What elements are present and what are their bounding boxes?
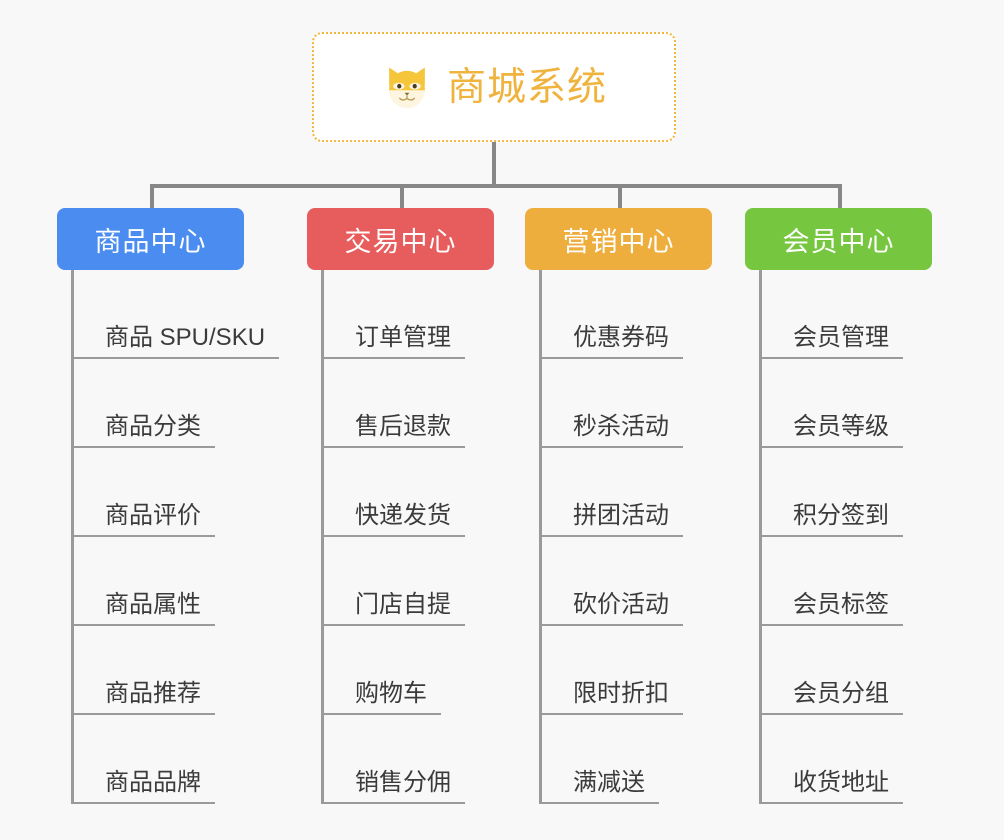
leaf-label: 积分签到	[762, 502, 903, 537]
leaf-label: 订单管理	[324, 324, 465, 359]
list-item[interactable]: 门店自提	[324, 537, 494, 626]
leaf-label: 砍价活动	[542, 591, 683, 626]
leaf-label: 会员管理	[762, 324, 903, 359]
leaf-label: 快递发货	[324, 502, 465, 537]
leaf-label: 会员等级	[762, 413, 903, 448]
list-item[interactable]: 商品分类	[74, 359, 279, 448]
list-item[interactable]: 销售分佣	[324, 715, 494, 804]
leaf-label: 门店自提	[324, 591, 465, 626]
leaf-label: 限时折扣	[542, 680, 683, 715]
leaf-label: 商品属性	[74, 591, 215, 626]
list-item[interactable]: 购物车	[324, 626, 494, 715]
connector-horizontal-bus	[150, 184, 840, 188]
list-item[interactable]: 积分签到	[762, 448, 932, 537]
leaf-label: 收货地址	[762, 769, 903, 804]
list-item[interactable]: 优惠券码	[542, 270, 712, 359]
leaf-label: 会员分组	[762, 680, 903, 715]
leaf-label: 商品 SPU/SKU	[74, 324, 280, 359]
list-item[interactable]: 满减送	[542, 715, 712, 804]
connector-drop-branch-2	[400, 184, 404, 210]
list-item[interactable]: 商品评价	[74, 448, 279, 537]
root-title: 商城系统	[446, 65, 607, 109]
branch-header-4[interactable]: 会员中心	[745, 208, 932, 270]
list-item[interactable]: 商品推荐	[74, 626, 279, 715]
leaf-label: 优惠券码	[542, 324, 683, 359]
branch-column-4: 会员中心 会员管理 会员等级 积分签到 会员标签 会员分组 收货地址	[745, 208, 932, 804]
leaf-list-2: 订单管理 售后退款 快递发货 门店自提 购物车 销售分佣	[321, 270, 494, 804]
list-item[interactable]: 会员标签	[762, 537, 932, 626]
root-node[interactable]: 商城系统	[312, 32, 676, 142]
connector-drop-branch-3	[618, 184, 622, 210]
leaf-label: 满减送	[542, 769, 659, 804]
list-item[interactable]: 商品 SPU/SKU	[74, 270, 280, 359]
connector-drop-branch-4	[838, 184, 842, 210]
list-item[interactable]: 砍价活动	[542, 537, 712, 626]
list-item[interactable]: 秒杀活动	[542, 359, 712, 448]
leaf-label: 销售分佣	[324, 769, 465, 804]
leaf-label: 商品分类	[74, 413, 215, 448]
list-item[interactable]: 会员管理	[762, 270, 932, 359]
leaf-label: 商品评价	[74, 502, 215, 537]
list-item[interactable]: 售后退款	[324, 359, 494, 448]
shiba-dog-face-icon	[389, 67, 425, 109]
branch-column-2: 交易中心 订单管理 售后退款 快递发货 门店自提 购物车 销售分佣	[307, 208, 494, 804]
connector-root-stem	[492, 142, 496, 186]
leaf-list-1: 商品 SPU/SKU 商品分类 商品评价 商品属性 商品推荐 商品品牌	[71, 270, 280, 804]
branch-column-1: 商品中心 商品 SPU/SKU 商品分类 商品评价 商品属性 商品推荐 商品品牌	[57, 208, 280, 804]
branch-header-1[interactable]: 商品中心	[57, 208, 244, 270]
list-item[interactable]: 快递发货	[324, 448, 494, 537]
list-item[interactable]: 会员分组	[762, 626, 932, 715]
leaf-list-4: 会员管理 会员等级 积分签到 会员标签 会员分组 收货地址	[759, 270, 932, 804]
leaf-label: 拼团活动	[542, 502, 683, 537]
list-item[interactable]: 订单管理	[324, 270, 494, 359]
leaf-label: 商品推荐	[74, 680, 215, 715]
leaf-label: 购物车	[324, 680, 441, 715]
list-item[interactable]: 会员等级	[762, 359, 932, 448]
leaf-label: 秒杀活动	[542, 413, 683, 448]
connector-drop-branch-1	[150, 184, 154, 210]
list-item[interactable]: 拼团活动	[542, 448, 712, 537]
leaf-label: 会员标签	[762, 591, 903, 626]
branch-header-3[interactable]: 营销中心	[525, 208, 712, 270]
list-item[interactable]: 限时折扣	[542, 626, 712, 715]
list-item[interactable]: 商品属性	[74, 537, 279, 626]
list-item[interactable]: 商品品牌	[74, 715, 279, 804]
branch-header-2[interactable]: 交易中心	[307, 208, 494, 270]
list-item[interactable]: 收货地址	[762, 715, 932, 804]
leaf-label: 售后退款	[324, 413, 465, 448]
leaf-list-3: 优惠券码 秒杀活动 拼团活动 砍价活动 限时折扣 满减送	[539, 270, 712, 804]
leaf-label: 商品品牌	[74, 769, 215, 804]
branch-column-3: 营销中心 优惠券码 秒杀活动 拼团活动 砍价活动 限时折扣 满减送	[525, 208, 712, 804]
